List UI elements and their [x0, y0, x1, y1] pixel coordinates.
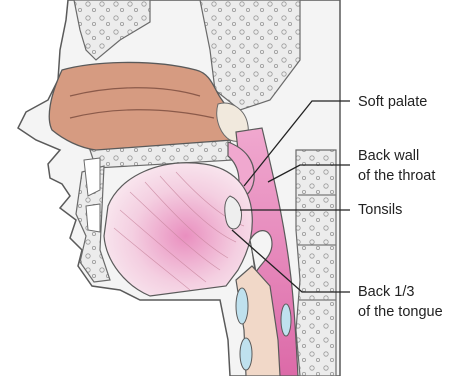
label-back-tongue-line2: of the tongue	[358, 302, 443, 322]
cervical-spine	[296, 150, 336, 376]
cartilage	[281, 304, 291, 336]
label-soft-palate: Soft palate	[358, 92, 427, 112]
cartilage	[236, 288, 248, 324]
tongue	[104, 163, 252, 296]
label-back-tongue-line1: Back 1/3	[358, 282, 414, 302]
lower-teeth	[86, 204, 100, 232]
label-back-wall-line1: Back wall	[358, 146, 419, 166]
label-tonsils: Tonsils	[358, 200, 402, 220]
cartilage	[240, 338, 252, 370]
label-back-wall-line2: of the throat	[358, 166, 435, 186]
